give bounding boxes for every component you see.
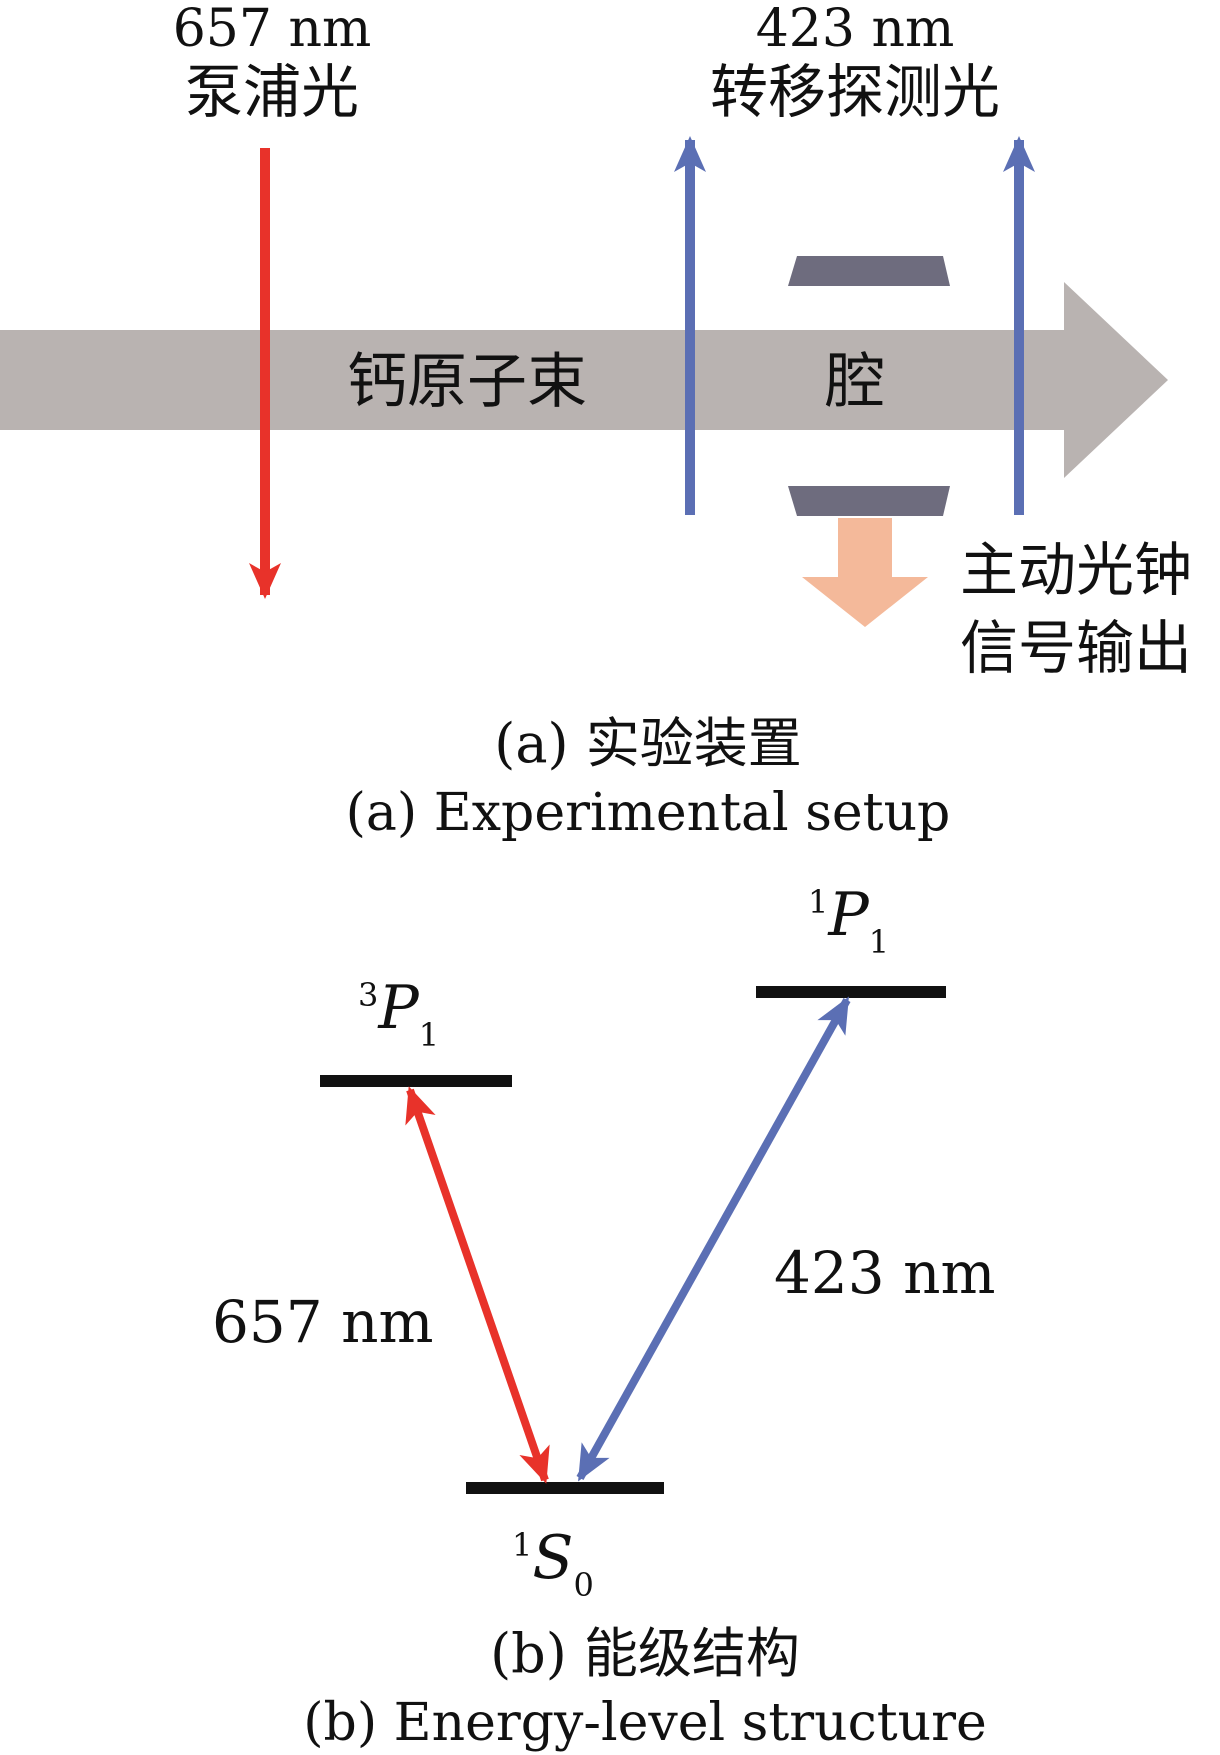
atomic-beam-arrow: [0, 282, 1168, 478]
probe-label: 转移探测光: [710, 58, 1000, 126]
level-1s0-letter: S: [532, 1523, 573, 1593]
cavity-mirror-bottom: [788, 486, 950, 516]
setup-caption-cn: (a) 实验装置: [494, 712, 802, 775]
cavity-label: 腔: [825, 347, 885, 417]
level-1p1-label: 1P1: [808, 880, 889, 961]
level-3p1-sub: 1: [419, 1016, 439, 1054]
output-label-line1: 主动光钟: [960, 536, 1192, 604]
red-transition-arrow: [405, 1086, 550, 1484]
level-1s0-sup: 1: [512, 1526, 532, 1564]
energy-level-panel: 3P1 1P1 1S0 657 nm 423 nm (b) 能级结构 (b) E…: [212, 880, 996, 1753]
output-label-line2: 信号输出: [960, 614, 1192, 682]
probe-wavelength-label: 423 nm: [756, 0, 955, 59]
pump-wavelength-label: 657 nm: [173, 0, 372, 59]
pump-label: 泵浦光: [185, 58, 359, 126]
level-3p1-sup: 3: [358, 976, 378, 1014]
level-1s0-sub: 0: [573, 1566, 593, 1604]
level-1s0-label: 1S0: [512, 1523, 594, 1604]
level-1p1: [756, 986, 946, 998]
blue-transition-arrow: [576, 996, 851, 1482]
levels-caption-cn: (b) 能级结构: [490, 1622, 800, 1685]
level-1s0: [466, 1482, 664, 1494]
setup-panel: 657 nm 泵浦光 423 nm 转移探测光 钙原子束 腔 主动光钟 信号输出…: [0, 0, 1192, 843]
clock-output-arrow: [802, 518, 928, 627]
levels-caption-en: (b) Energy-level structure: [303, 1693, 987, 1753]
setup-caption-en: (a) Experimental setup: [346, 783, 951, 843]
level-3p1-label: 3P1: [358, 973, 439, 1054]
beam-label: 钙原子束: [347, 347, 587, 417]
red-transition-label: 657 nm: [212, 1288, 434, 1356]
level-1p1-sub: 1: [869, 923, 889, 961]
blue-transition-label: 423 nm: [774, 1239, 996, 1307]
level-1p1-letter: P: [827, 880, 870, 950]
cavity-mirror-top: [788, 256, 950, 286]
level-3p1: [320, 1075, 512, 1087]
level-1p1-sup: 1: [808, 883, 828, 921]
level-3p1-letter: P: [377, 973, 420, 1043]
